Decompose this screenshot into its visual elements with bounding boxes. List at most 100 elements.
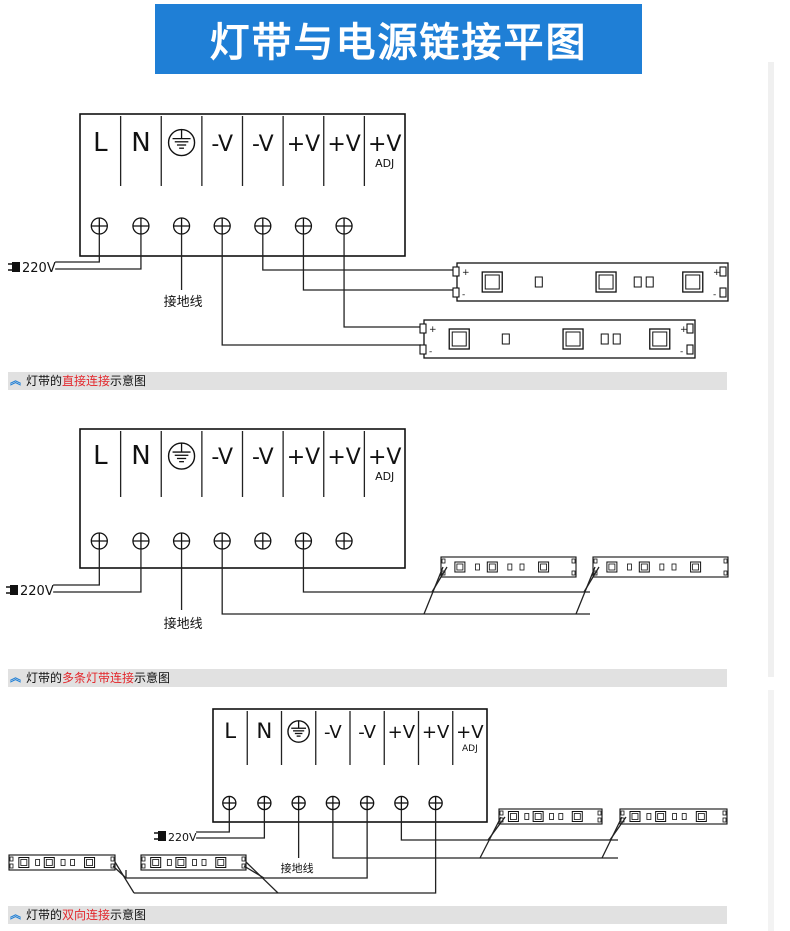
- terminal-label-4: -V: [252, 445, 274, 470]
- terminal-label-6: +V: [422, 722, 450, 743]
- solder-pad-icon: [597, 810, 602, 816]
- strip-plus-label: +: [429, 325, 437, 335]
- power-plug-icon: [6, 585, 18, 595]
- ground-symbol-icon: [167, 442, 196, 470]
- terminal-label-6: +V: [327, 132, 360, 157]
- led-strip: [140, 854, 247, 871]
- led-strip: [8, 854, 116, 871]
- strip-minus-label: -: [462, 290, 465, 300]
- strip-plus-label: +: [462, 268, 470, 278]
- terminal-label-7: +V: [368, 445, 401, 470]
- led-strip: [440, 556, 577, 578]
- terminal-label-3: -V: [211, 445, 233, 470]
- ground-symbol-icon: [287, 720, 310, 743]
- resistor-icon: [681, 813, 687, 820]
- resistor-icon: [192, 859, 197, 866]
- terminal-label-5: +V: [287, 132, 320, 157]
- plug-body: [12, 262, 20, 272]
- terminal-label-4: -V: [252, 132, 274, 157]
- solder-pad-icon: [110, 863, 115, 869]
- wire: [243, 865, 265, 879]
- resistor-icon: [60, 859, 66, 866]
- led-strip: [619, 808, 728, 825]
- led-lens: [510, 813, 517, 820]
- led-lens: [652, 331, 668, 347]
- solder-pad-icon: [593, 558, 598, 564]
- terminal-label-0: L: [224, 719, 236, 744]
- chevron-up-icon: ︽: [10, 374, 21, 387]
- solder-pad-icon: [9, 863, 14, 869]
- terminal-label-1: N: [131, 128, 150, 158]
- terminal-label-0: L: [93, 441, 108, 471]
- led-lens: [697, 813, 705, 820]
- solder-pad-icon: [620, 810, 625, 816]
- solder-pad-icon: [723, 558, 728, 564]
- chevron-up-icon: ︽: [10, 908, 21, 921]
- solder-pad-icon: [452, 287, 460, 298]
- caption-prefix: 灯带的: [26, 908, 63, 922]
- resistor-icon: [612, 333, 621, 345]
- led-lens: [540, 563, 547, 571]
- caption-direct: ︽ 灯带的 直接连接 示意图: [8, 372, 727, 390]
- caption-prefix: 灯带的: [26, 374, 63, 388]
- led-lens: [484, 274, 500, 290]
- led-strip: +-+-: [452, 262, 729, 302]
- wire: [196, 810, 266, 839]
- adj-label: ADJ: [375, 157, 394, 170]
- resistor-icon: [166, 859, 172, 866]
- led-lens: [488, 563, 496, 571]
- strip-minus-label: -: [680, 347, 683, 357]
- led-lens: [685, 274, 701, 290]
- resistor-icon: [507, 563, 513, 571]
- strip-minus-label: -: [429, 347, 432, 357]
- caption-suffix: 示意图: [110, 374, 147, 388]
- solder-pad-icon: [722, 817, 727, 823]
- led-strip: [592, 556, 729, 578]
- caption-suffix: 示意图: [134, 671, 171, 685]
- solder-pad-icon: [571, 558, 576, 564]
- solder-pad-icon: [571, 570, 576, 576]
- solder-pad-icon: [723, 570, 728, 576]
- wire: [55, 234, 142, 270]
- caption-highlight: 直接连接: [62, 374, 111, 388]
- wire: [262, 234, 454, 271]
- resistor-icon: [501, 333, 510, 345]
- terminal-label-1: N: [131, 441, 150, 471]
- wire: [114, 861, 135, 894]
- led-lens: [631, 813, 639, 820]
- wire: [53, 549, 100, 586]
- ground-label: 接地线: [164, 294, 203, 310]
- led-strip: +-+-: [419, 319, 696, 359]
- input-voltage-label: 220V: [22, 261, 56, 276]
- led-lens: [640, 563, 648, 571]
- wire: [53, 549, 142, 593]
- terminal-label-7: +V: [456, 722, 484, 743]
- ground-label: 接地线: [164, 616, 203, 632]
- led-lens: [451, 331, 467, 347]
- strip-minus-label: -: [713, 290, 716, 300]
- caption-suffix: 示意图: [110, 908, 147, 922]
- resistor-icon: [524, 813, 530, 820]
- wire: [583, 566, 600, 593]
- led-lens: [20, 859, 28, 866]
- led-lens: [692, 563, 699, 571]
- led-strip: [498, 808, 603, 825]
- resistor-icon: [558, 813, 564, 820]
- resistor-icon: [633, 276, 642, 288]
- solder-pad-icon: [441, 558, 446, 564]
- solder-pad-icon: [419, 344, 427, 355]
- plug-body: [158, 831, 166, 841]
- solder-pad-icon: [597, 817, 602, 823]
- led-lens: [152, 859, 160, 866]
- resistor-icon: [600, 333, 609, 345]
- led-lens: [217, 859, 225, 866]
- solder-pad-icon: [141, 863, 146, 869]
- solder-pad-icon: [686, 323, 694, 334]
- led-lens: [608, 563, 616, 571]
- led-lens: [657, 813, 665, 820]
- terminal-label-6: +V: [327, 445, 360, 470]
- solder-pad-icon: [452, 266, 460, 277]
- resistor-icon: [671, 563, 677, 571]
- terminal-label-3: -V: [211, 132, 233, 157]
